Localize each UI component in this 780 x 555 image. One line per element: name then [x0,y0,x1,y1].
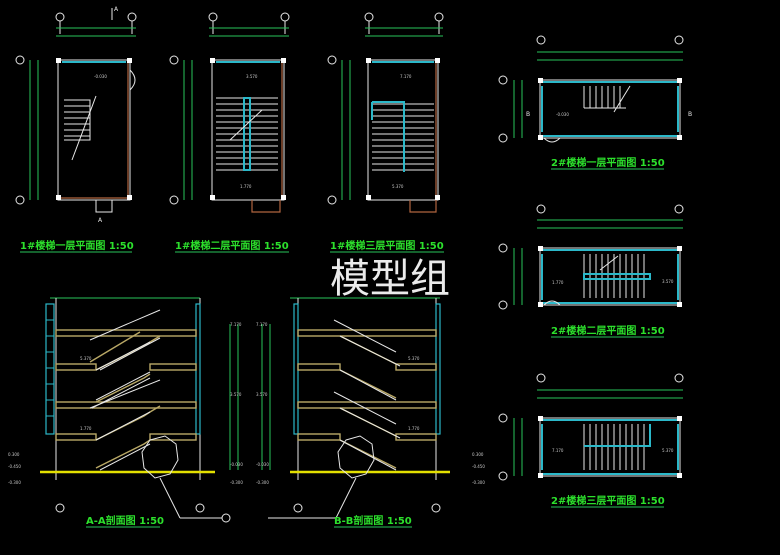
svg-text:7.170: 7.170 [552,448,564,453]
plan-1-second-floor: 3.570 1.770 1#楼梯二层平面图 1:50 [169,12,290,253]
title-section-b-b: B-B剖面图 1:50 [334,514,412,527]
axis-bubble [55,12,65,22]
title-1-second-floor: 1#楼梯二层平面图 1:50 [175,239,289,252]
svg-text:5.370: 5.370 [80,356,92,361]
stair-treads [64,105,90,137]
svg-text:-0.030: -0.030 [556,112,569,117]
svg-text:-0.300: -0.300 [256,480,269,485]
plan-1-third-floor: 7.170 5.370 1#楼梯三层平面图 1:50 [327,12,444,253]
plan-2-third-floor: 7.170 5.370 2#楼梯三层平面图 1:50 [498,373,684,508]
axis-bubble [15,55,25,65]
svg-text:1.770: 1.770 [552,280,564,285]
svg-text:3.570: 3.570 [230,392,242,397]
svg-text:-0.030: -0.030 [256,462,269,467]
svg-text:B: B [688,111,692,118]
section-mark-a: A [114,6,119,13]
title-2-third-floor: 2#楼梯三层平面图 1:50 [551,494,665,507]
title-section-a-a: A-A剖面图 1:50 [86,514,164,527]
watermark: 模型组 [330,256,450,302]
stair-treads [583,254,645,298]
title-2-first-floor: 2#楼梯一层平面图 1:50 [551,156,665,169]
svg-text:0.300: 0.300 [8,452,20,457]
svg-text:1.770: 1.770 [240,184,252,189]
detail-callout [141,435,179,479]
svg-text:-0.450: -0.450 [8,464,21,469]
stair-treads [583,86,626,109]
svg-text:7.170: 7.170 [400,74,412,79]
svg-text:7.170: 7.170 [256,322,268,327]
svg-text:5.370: 5.370 [392,184,404,189]
svg-text:7.170: 7.170 [230,322,242,327]
svg-text:5.370: 5.370 [662,448,674,453]
title-1-first-floor: 1#楼梯一层平面图 1:50 [20,239,134,252]
section-mark-a-bottom: A [98,217,103,224]
axis-bubble [15,195,25,205]
svg-text:3.570: 3.570 [256,392,268,397]
svg-text:-0.030: -0.030 [94,74,107,79]
svg-text:-0.450: -0.450 [472,464,485,469]
svg-text:-0.300: -0.300 [230,480,243,485]
window-column [45,303,55,435]
svg-text:0.300: 0.300 [472,452,484,457]
stair-treads [216,97,278,171]
svg-text:5.370: 5.370 [408,356,420,361]
plan-2-second-floor: 1.770 3.570 2#楼梯二层平面图 1:50 [498,204,684,338]
svg-text:-0.300: -0.300 [472,480,485,485]
axis-bubble [127,12,137,22]
plan-1-first-floor: A -0.030 A 1#楼梯一层平面图 1:50 [15,6,137,253]
svg-text:1.770: 1.770 [80,426,92,431]
title-2-second-floor: 2#楼梯二层平面图 1:50 [551,324,665,337]
title-1-third-floor: 1#楼梯三层平面图 1:50 [330,239,444,252]
svg-text:1.770: 1.770 [408,426,420,431]
svg-text:3.570: 3.570 [662,279,674,284]
svg-text:B: B [526,111,530,118]
svg-text:3.570: 3.570 [246,74,258,79]
section-b-b: 7.170 3.570 -0.030 -0.300 5.370 1.770 0.… [256,297,485,528]
plan-2-first-floor: -0.030 B B 2#楼梯一层平面图 1:50 [498,35,692,170]
section-a-a: 7.170 3.570 -0.030 -0.300 5.370 1.770 0.… [8,297,243,528]
svg-text:-0.030: -0.030 [230,462,243,467]
svg-text:-0.300: -0.300 [8,480,21,485]
